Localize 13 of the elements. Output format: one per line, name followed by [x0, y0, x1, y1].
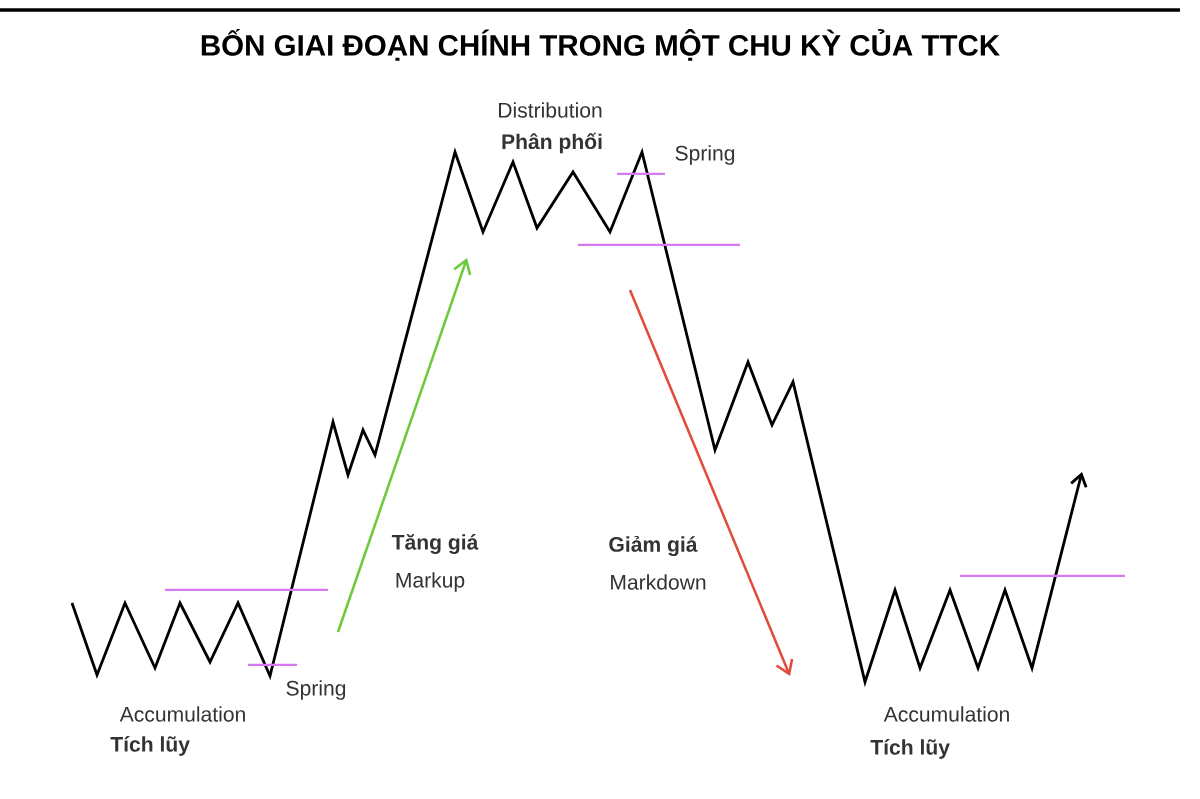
label: Giảm giá: [609, 535, 698, 557]
label: Accumulation: [119, 706, 245, 722]
label: Phân phối: [502, 132, 602, 154]
label: Tích lũy: [870, 739, 950, 759]
title: BỐN GIAI ĐOẠN CHÍNH TRONG MỘT CHU KỲ CỦA TTCK: [201, 29, 1000, 61]
label: Markup: [396, 572, 465, 592]
label: Tích lũy: [110, 736, 190, 756]
label: Accumulation: [883, 706, 1009, 722]
label: Spring: [675, 145, 735, 165]
label: Tăng giá: [391, 534, 479, 554]
label: Distribution: [499, 102, 602, 118]
label: Spring: [286, 680, 346, 700]
label: Markdown: [611, 574, 706, 590]
